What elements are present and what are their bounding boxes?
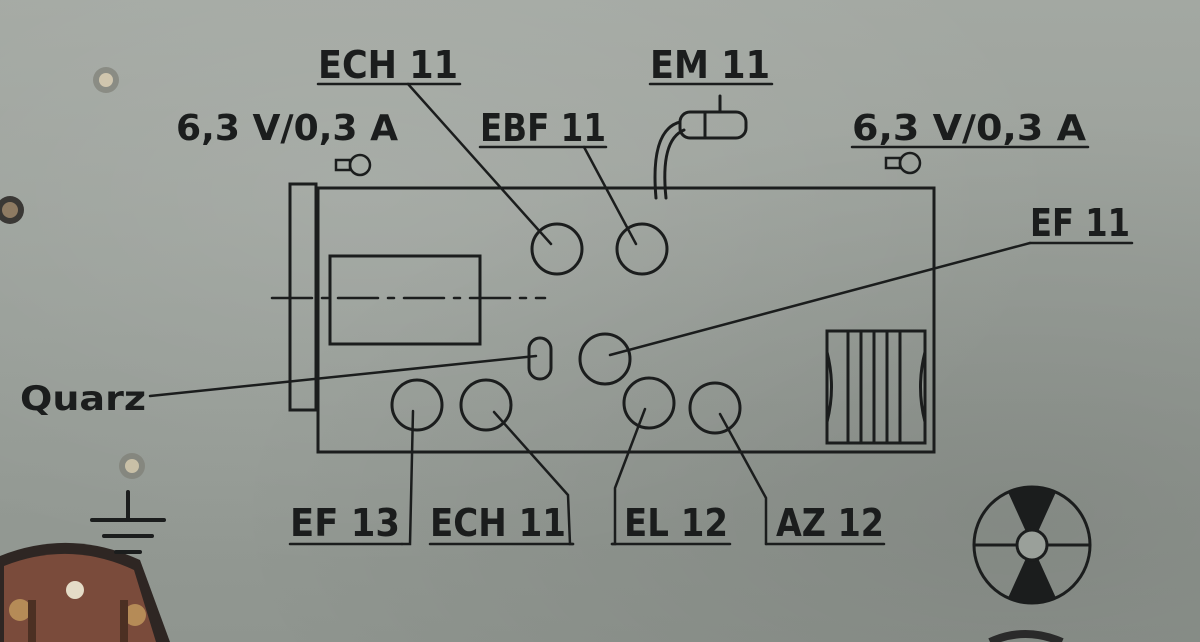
leader-quarz (148, 354, 538, 398)
label-quarz: Quarz (20, 379, 146, 419)
label-ech11-top: ECH 11 (318, 43, 458, 87)
label-ech11-bottom: ECH 11 (430, 501, 566, 545)
chassis-outline (316, 186, 936, 454)
quartz-crystal (527, 336, 553, 381)
label-ef11: EF 11 (1030, 201, 1130, 245)
radiation-icon (972, 485, 1092, 605)
tube-socket-ebf11 (615, 222, 669, 276)
tube-socket-el12 (622, 376, 676, 430)
label-power-right: 6,3 V/0,3 A (852, 108, 1086, 149)
magic-eye-em11 (653, 94, 748, 200)
leader-ech11-bottom (492, 410, 575, 546)
tube-socket-az12 (688, 381, 742, 435)
tube-socket-ef13 (390, 378, 444, 432)
pilot-lamp-icon (884, 151, 922, 175)
tube-socket-ech11-top (530, 222, 584, 276)
label-power-left: 6,3 V/0,3 A (176, 108, 398, 149)
ground-icon (90, 490, 166, 554)
transformer (825, 329, 927, 445)
circuit-board (0, 542, 170, 642)
tube-socket-ech11-bottom (459, 378, 513, 432)
leader-ech11-top (406, 82, 553, 246)
tube-socket-ef11 (578, 332, 632, 386)
pilot-lamp-icon (334, 153, 372, 177)
hole-left (0, 196, 24, 224)
leader-ef11 (608, 241, 1032, 357)
label-ef13: EF 13 (290, 501, 400, 545)
label-em11: EM 11 (650, 43, 770, 87)
label-az12: AZ 12 (776, 501, 884, 545)
leader-ebf11 (582, 145, 638, 246)
tuning-capacitor (328, 254, 482, 346)
socket-ring (988, 630, 1064, 642)
label-ebf11: EBF 11 (480, 106, 606, 150)
screw-ground (119, 453, 145, 479)
screw-top-left (93, 67, 119, 93)
leader-el12 (610, 407, 647, 546)
leader-ef13 (400, 409, 415, 546)
label-el12: EL 12 (624, 501, 728, 545)
leader-az12 (718, 412, 768, 546)
